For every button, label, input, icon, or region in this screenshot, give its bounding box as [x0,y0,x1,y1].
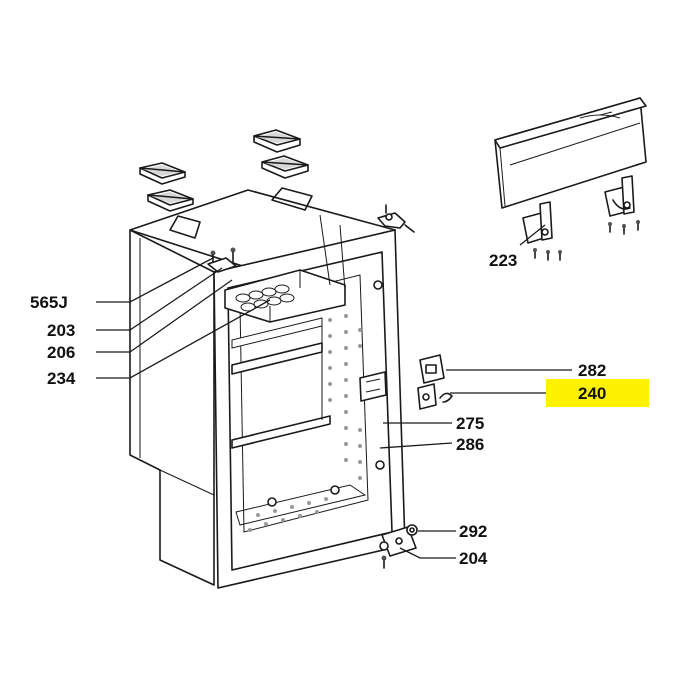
label-223: 223 [489,251,517,270]
bottom-hinge [379,524,418,569]
latch-parts [417,354,453,410]
ice-tray [235,284,295,312]
label-240: 240 [578,384,606,403]
label-565J: 565J [30,293,68,312]
filter-pad-back-right [253,129,309,179]
label-286: 286 [456,435,484,454]
leader-lines [96,224,572,559]
top-screws [207,247,237,273]
label-282: 282 [578,361,606,380]
door-panel [494,97,647,261]
filter-pad-front-left [139,162,194,212]
label-292: 292 [459,522,487,541]
top-filter-pads [139,129,309,212]
top-hinge [377,204,415,233]
part-240-catch [417,383,453,410]
shelf-support-holes [248,314,362,532]
label-234: 234 [47,369,76,388]
part-282-latch-block [419,354,445,384]
label-204: 204 [459,549,488,568]
refrigerator-cabinet [129,187,406,589]
label-275: 275 [456,414,484,433]
part-labels: 565J 203 206 234 223 282 240 275 286 292… [30,251,606,568]
highlight-240 [546,379,649,407]
label-203: 203 [47,321,75,340]
label-206: 206 [47,343,75,362]
